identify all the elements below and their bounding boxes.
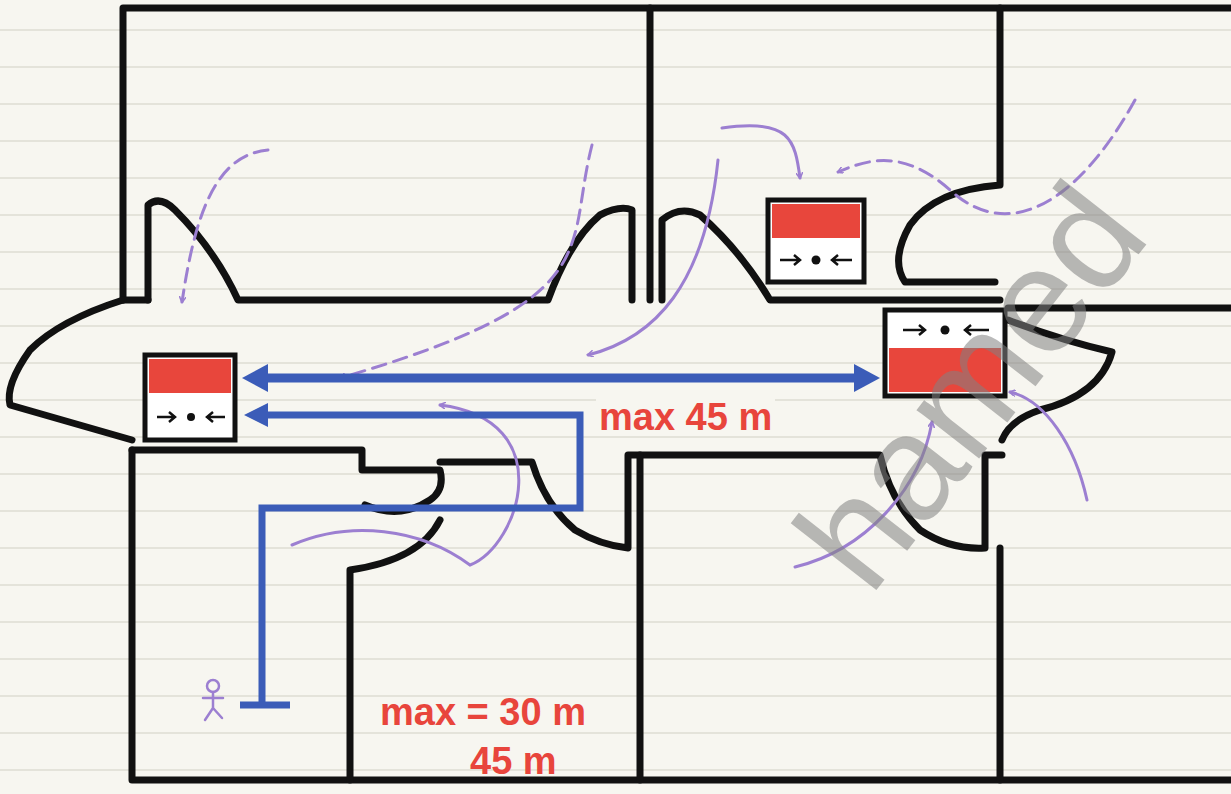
flow-arrow — [292, 405, 519, 565]
distance-arrow — [262, 374, 862, 383]
corridor-bottom-wall — [132, 450, 441, 511]
room-wall — [997, 548, 1004, 780]
partition-wall — [647, 8, 654, 300]
distance-note: max 45 m — [596, 398, 775, 436]
start-mark — [240, 702, 290, 709]
arrow-head — [244, 403, 268, 427]
door — [148, 201, 632, 300]
room-wall — [350, 520, 440, 780]
extinguisher-cabinet — [145, 355, 235, 440]
room-wall — [132, 450, 1231, 780]
extinguisher-cabinet — [768, 200, 864, 282]
arrow-head — [242, 364, 268, 392]
flow-arrow — [722, 126, 800, 178]
partition-wall — [899, 8, 1000, 282]
travel-distance-arrows — [240, 364, 880, 705]
walls — [9, 8, 1231, 780]
distance-note: 45 m — [470, 742, 557, 780]
distance-note: max = 30 m — [380, 693, 586, 731]
paper-lines — [0, 30, 1231, 770]
flow-arrow — [182, 150, 268, 302]
watermark: hamed — [770, 159, 1171, 613]
travel-path — [262, 415, 580, 705]
corridor-left-end — [9, 300, 132, 440]
flow-arrow — [588, 160, 718, 355]
room-wall — [637, 455, 644, 780]
flow-arrow — [340, 145, 592, 378]
person-figure — [203, 680, 223, 720]
corridor-top-wall — [123, 297, 148, 304]
